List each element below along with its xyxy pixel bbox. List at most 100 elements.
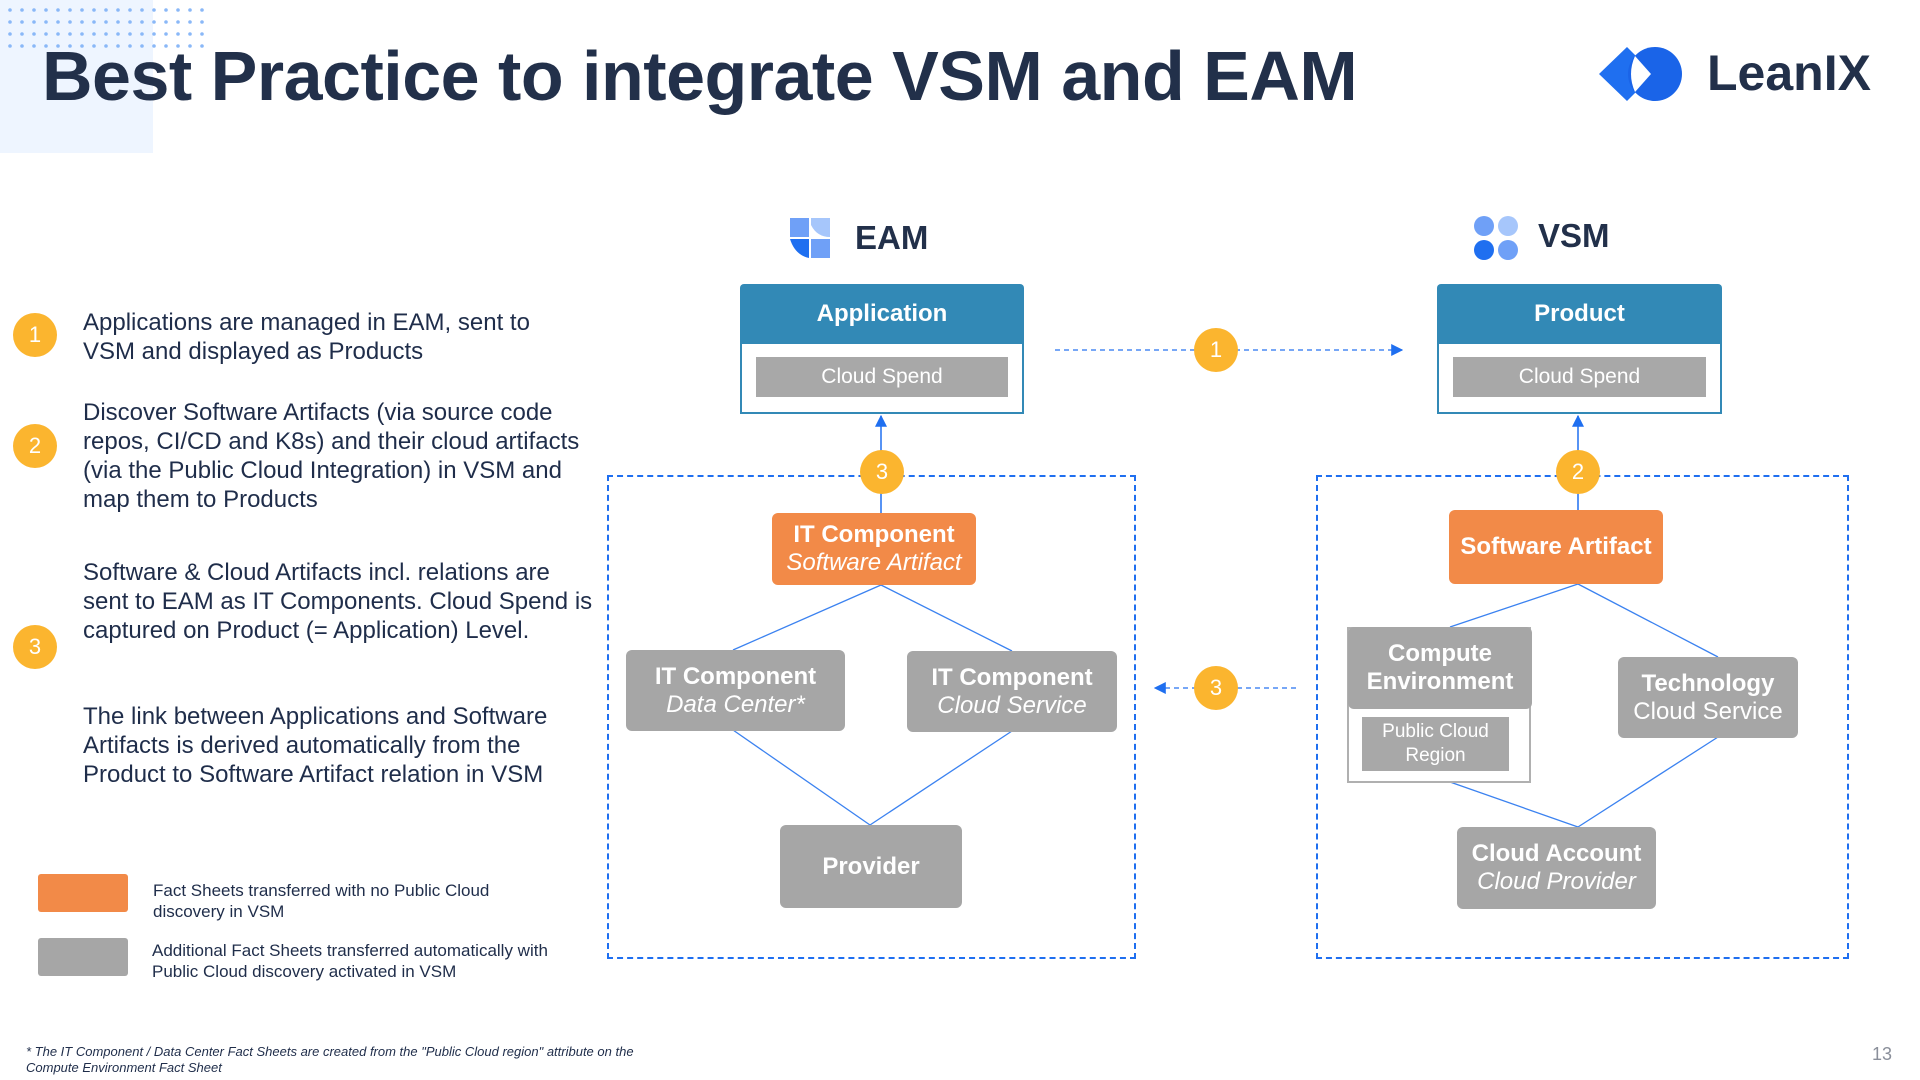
decor-dot bbox=[164, 44, 168, 48]
leanix-logo-text: LeanIX bbox=[1707, 45, 1871, 101]
decor-dot bbox=[164, 8, 168, 12]
flow-3-badge: 3 bbox=[1194, 666, 1238, 710]
decor-dot bbox=[200, 32, 204, 36]
decor-dot bbox=[32, 20, 36, 24]
footnote: * The IT Component / Data Center Fact Sh… bbox=[26, 1044, 634, 1075]
decor-dot bbox=[92, 32, 96, 36]
legend-swatch-orange bbox=[38, 874, 128, 912]
vsm-node-compute-environment[interactable]: Compute Environment bbox=[1348, 627, 1532, 709]
decor-dot bbox=[116, 44, 120, 48]
decor-dot bbox=[80, 44, 84, 48]
decor-dot bbox=[56, 44, 60, 48]
eam-edge-dc-prov bbox=[732, 729, 871, 826]
vsm-node-cloud-account-subtitle: Cloud Provider bbox=[1477, 868, 1636, 895]
eam-node-software-artifact[interactable]: IT Component Software Artifact bbox=[772, 513, 976, 585]
vsm-badge: 2 bbox=[1556, 450, 1600, 494]
vsm-node-software-artifact-title: Software Artifact bbox=[1460, 533, 1652, 560]
decor-dot bbox=[152, 8, 156, 12]
decor-dot bbox=[176, 32, 180, 36]
vsm-label: VSM bbox=[1538, 217, 1610, 254]
decor-dot bbox=[176, 44, 180, 48]
decor-dot bbox=[128, 44, 132, 48]
step-text-3: Software & Cloud Artifacts incl. relatio… bbox=[83, 559, 593, 644]
decor-dot bbox=[80, 8, 84, 12]
page-title: Best Practice to integrate VSM and EAM bbox=[42, 37, 1358, 115]
decor-dot bbox=[8, 20, 12, 24]
decor-dot bbox=[92, 44, 96, 48]
step-badge-3: 3 bbox=[13, 625, 57, 669]
decor-dot bbox=[128, 8, 132, 12]
decor-dot bbox=[56, 32, 60, 36]
leanix-logo-icon bbox=[1599, 47, 1682, 101]
decor-dot bbox=[188, 44, 192, 48]
decor-dot bbox=[152, 20, 156, 24]
vsm-edge-sa-ce bbox=[1449, 583, 1579, 628]
eam-node-data-center[interactable]: IT Component Data Center* bbox=[626, 650, 845, 731]
decor-dot bbox=[116, 8, 120, 12]
page-number: 13 bbox=[1872, 1044, 1893, 1064]
step-badge-1: 1 bbox=[13, 313, 57, 357]
vsm-node-compute-environment-title: Compute Environment bbox=[1366, 640, 1514, 695]
decor-dot bbox=[44, 32, 48, 36]
decor-dot bbox=[128, 32, 132, 36]
eam-label: EAM bbox=[855, 219, 929, 256]
decor-dot bbox=[104, 32, 108, 36]
eam-node-provider[interactable]: Provider bbox=[780, 825, 962, 908]
vsm-node-public-cloud-region: Public Cloud Region bbox=[1362, 717, 1509, 771]
application-fact-sheet[interactable]: Application Cloud Spend bbox=[740, 284, 1024, 414]
decor-dot bbox=[176, 8, 180, 12]
eam-node-cloud-service[interactable]: IT Component Cloud Service bbox=[907, 651, 1117, 732]
dot-grid-decoration bbox=[8, 8, 204, 48]
decor-dot bbox=[200, 20, 204, 24]
eam-badge: 3 bbox=[860, 450, 904, 494]
vsm-node-technology-subtitle: Cloud Service bbox=[1633, 697, 1783, 725]
decor-dot bbox=[8, 44, 12, 48]
vsm-node-cloud-account[interactable]: Cloud Account Cloud Provider bbox=[1457, 827, 1656, 909]
flow-1-badge: 1 bbox=[1194, 328, 1238, 372]
decor-dot bbox=[104, 44, 108, 48]
decor-dot bbox=[44, 44, 48, 48]
decor-dot bbox=[92, 20, 96, 24]
step-text-1: Applications are managed in EAM, sent to… bbox=[83, 309, 530, 365]
decor-dot bbox=[116, 32, 120, 36]
decor-dot bbox=[68, 32, 72, 36]
vsm-node-technology[interactable]: Technology Cloud Service bbox=[1618, 657, 1798, 738]
decor-dot bbox=[152, 32, 156, 36]
corner-decoration bbox=[0, 0, 153, 153]
eam-node-software-artifact-subtitle: Software Artifact bbox=[786, 549, 962, 576]
vsm-edge-sa-tech bbox=[1577, 583, 1719, 658]
product-fact-sheet[interactable]: Product Cloud Spend bbox=[1437, 284, 1722, 414]
decor-dot bbox=[92, 8, 96, 12]
decor-dot bbox=[56, 8, 60, 12]
decor-dot bbox=[8, 32, 12, 36]
decor-dot bbox=[188, 32, 192, 36]
decor-dot bbox=[56, 20, 60, 24]
vsm-icon bbox=[1474, 216, 1518, 260]
decor-dot bbox=[104, 20, 108, 24]
decor-dot bbox=[80, 20, 84, 24]
decor-dot bbox=[176, 20, 180, 24]
eam-node-cloud-service-title: IT Component bbox=[931, 663, 1093, 691]
vsm-node-technology-title: Technology bbox=[1641, 669, 1775, 697]
decor-dot bbox=[8, 8, 12, 12]
decor-dot bbox=[140, 8, 144, 12]
legend-text-orange: Fact Sheets transferred with no Public C… bbox=[153, 881, 490, 921]
decor-dot bbox=[44, 8, 48, 12]
legend-text-grey: Additional Fact Sheets transferred autom… bbox=[152, 941, 548, 981]
decor-dot bbox=[104, 8, 108, 12]
decor-dot bbox=[68, 8, 72, 12]
decor-dot bbox=[140, 20, 144, 24]
product-cloud-spend: Cloud Spend bbox=[1453, 357, 1706, 397]
decor-dot bbox=[20, 20, 24, 24]
eam-node-cloud-service-subtitle: Cloud Service bbox=[937, 691, 1087, 719]
eam-icon bbox=[790, 218, 830, 258]
eam-node-data-center-title: IT Component bbox=[654, 662, 817, 690]
decor-dot bbox=[140, 44, 144, 48]
decor-dot bbox=[140, 32, 144, 36]
decor-dot bbox=[80, 32, 84, 36]
application-header: Application bbox=[740, 284, 1024, 344]
eam-node-data-center-subtitle: Data Center* bbox=[666, 690, 805, 718]
decor-dot bbox=[164, 32, 168, 36]
vsm-node-software-artifact[interactable]: Software Artifact bbox=[1449, 510, 1663, 584]
